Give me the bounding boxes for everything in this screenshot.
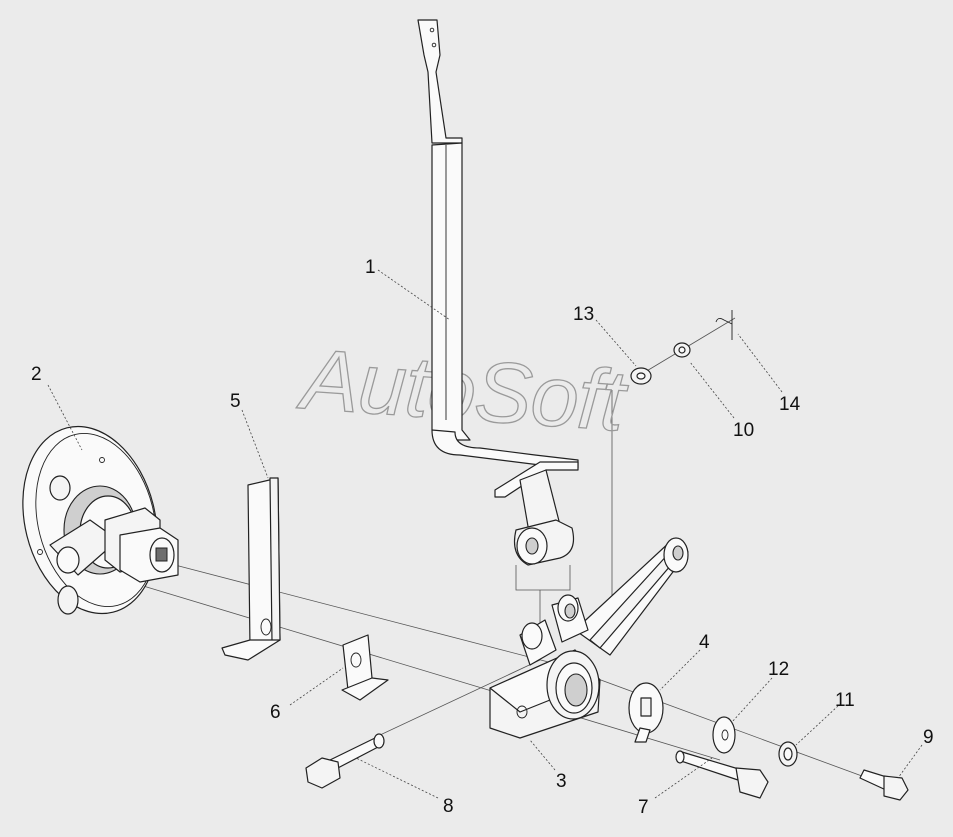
washer-12 (712, 716, 736, 754)
part-6-angle-plate (341, 634, 389, 701)
bolt8-head (305, 757, 341, 789)
callout-8: 8 (443, 796, 454, 817)
part-14-cotter-pin (715, 310, 733, 340)
angle-plate-foot (341, 677, 389, 701)
part-7-bolt (675, 750, 769, 799)
callout-7: 7 (638, 797, 649, 818)
callout-14: 14 (779, 394, 801, 415)
callout-10: 10 (733, 420, 754, 441)
leader-10 (689, 361, 735, 419)
part-9-bolt (859, 769, 909, 801)
leader-11 (795, 705, 839, 746)
lever-link-axis (515, 565, 571, 591)
leader-lines (47, 269, 923, 799)
part-3-yoke (489, 537, 689, 739)
lever-bend (431, 429, 579, 469)
leader-3 (529, 739, 556, 771)
callout-3: 3 (556, 771, 567, 792)
leader-6 (289, 667, 344, 706)
callout-labels: 1 2 3 4 5 6 7 8 9 10 11 12 13 14 (31, 257, 934, 818)
callout-5: 5 (230, 391, 241, 412)
part-8-bolt (305, 733, 385, 789)
part-12-washer (712, 716, 736, 754)
leader-9 (897, 744, 923, 779)
flange-slot-top (49, 475, 71, 501)
part-4-lock-plate (628, 682, 664, 743)
part-13-washer (630, 367, 652, 385)
flange-ear-boss (56, 546, 80, 574)
flange-shaft-square (155, 547, 168, 562)
leader-12 (731, 677, 773, 723)
leader-4 (659, 649, 701, 691)
cotter-eye (715, 317, 733, 325)
angle-plate-hole (350, 652, 362, 668)
callout-9: 9 (923, 727, 934, 748)
lever-boss-bore (525, 537, 539, 555)
bolt7-shank (677, 751, 743, 781)
callout-13: 13 (573, 304, 594, 325)
part-2-flange (22, 425, 179, 615)
bolt8-axis (379, 659, 541, 736)
leader-14 (737, 333, 783, 393)
callout-4: 4 (699, 632, 710, 653)
callout-1: 1 (365, 257, 376, 278)
part-11-spring-washer (778, 741, 798, 767)
part-5-bracket (221, 477, 281, 661)
flange-slot-bottom (57, 585, 79, 615)
part-1-lever (417, 19, 579, 566)
callout-11: 11 (835, 690, 855, 711)
bracket-edge (269, 477, 281, 643)
flange-hole-top (99, 457, 105, 463)
lever-foot (494, 461, 579, 498)
yoke-body-hole (516, 705, 528, 719)
lever-top-tab (417, 19, 463, 144)
callout-2: 2 (31, 364, 42, 385)
part-10-spring-washer (673, 342, 691, 358)
bolt7-head (735, 767, 769, 799)
bolt9-head (883, 775, 909, 801)
bracket-hole (260, 618, 272, 636)
callout-6: 6 (270, 702, 281, 723)
lock-plate-square (640, 697, 652, 717)
flange-hole-left (37, 549, 43, 555)
leader-1 (377, 269, 451, 321)
lock-plate-tab (634, 727, 651, 743)
yoke-hub-bore (564, 673, 588, 707)
main-axis-upper (174, 564, 561, 666)
leader-2 (47, 384, 83, 451)
main-axis-lower (139, 584, 506, 696)
leader-8 (355, 757, 439, 799)
leader-5 (241, 409, 269, 479)
callout-12: 12 (768, 659, 789, 680)
bracket-foot (221, 639, 281, 661)
yoke-arm-inner (589, 551, 678, 649)
